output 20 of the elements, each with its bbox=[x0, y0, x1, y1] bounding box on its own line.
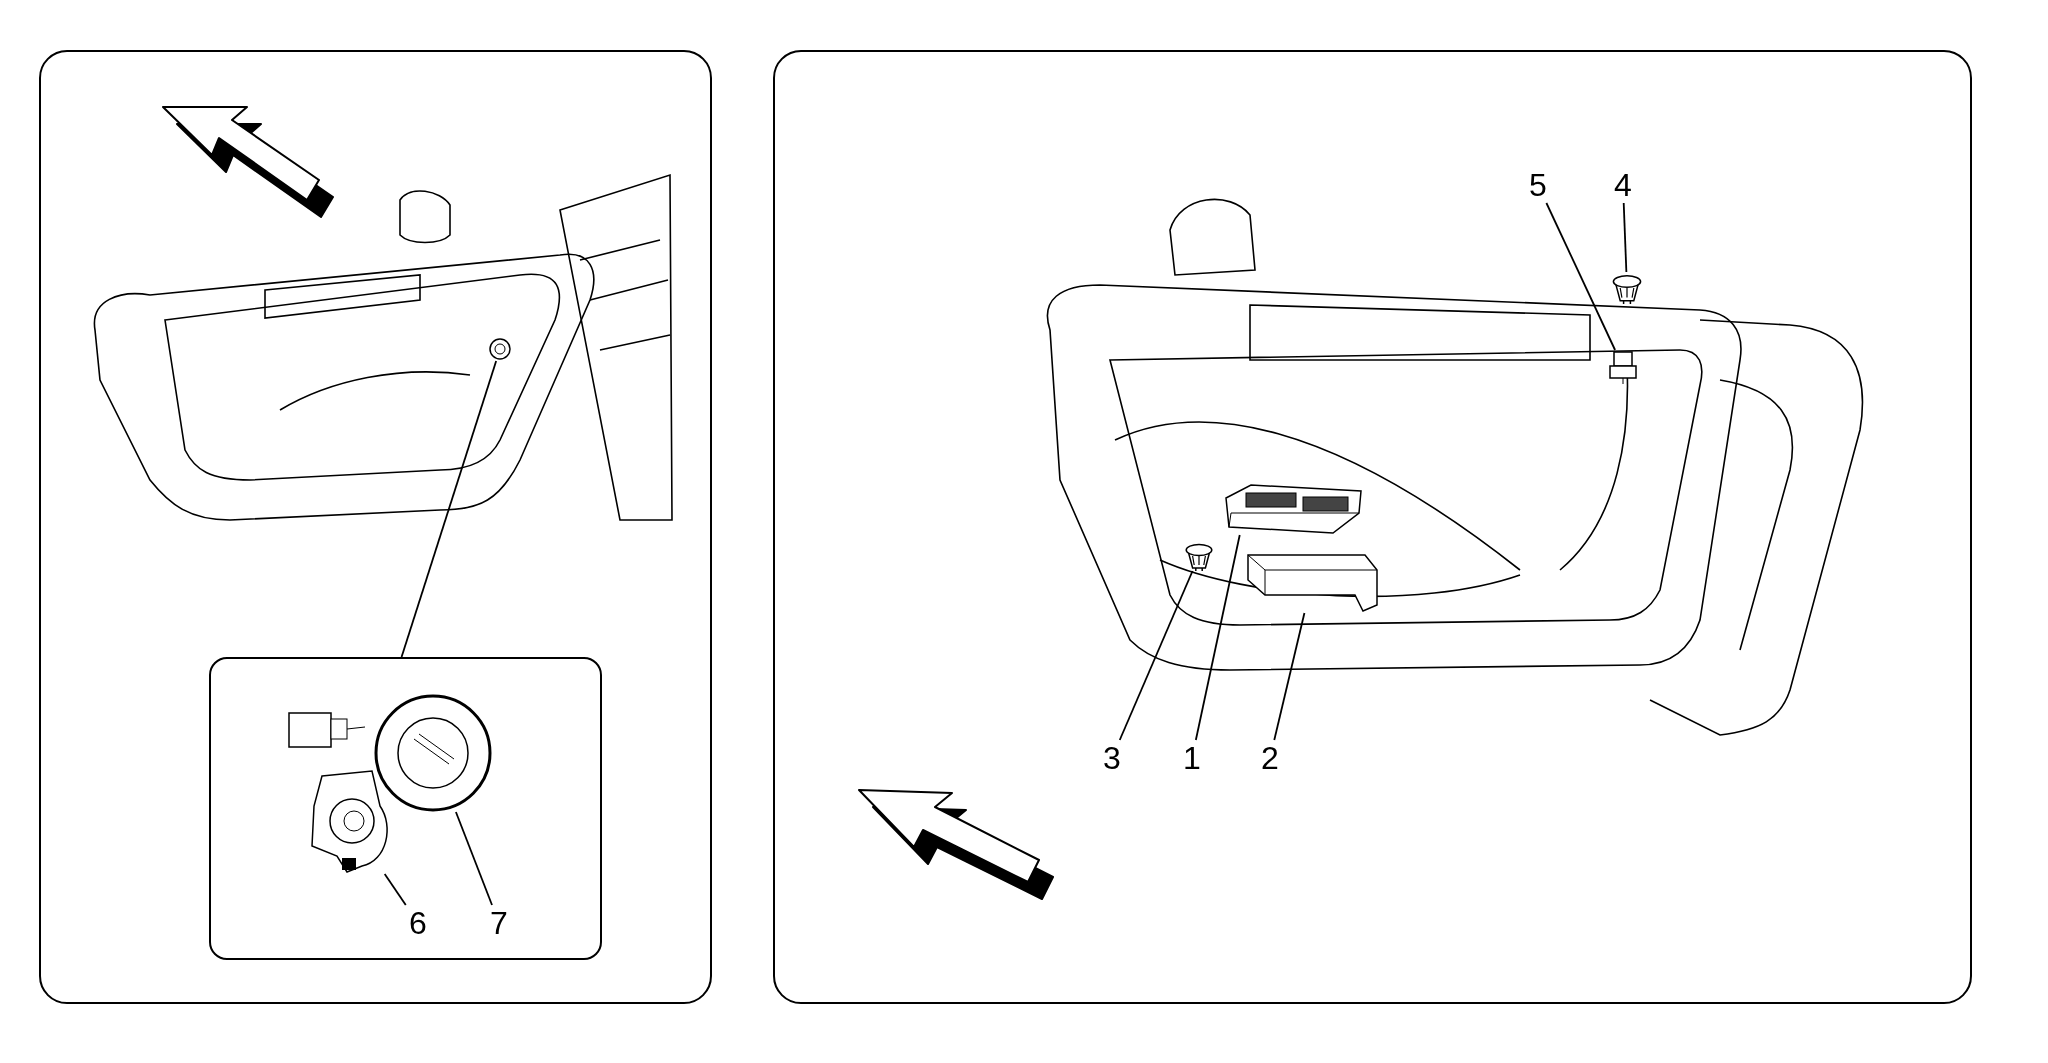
clip-drawing bbox=[1183, 541, 1215, 571]
callout-number: 7 bbox=[486, 905, 512, 941]
detail-inset bbox=[209, 657, 602, 960]
clip-drawing bbox=[1610, 272, 1644, 304]
callout-number: 1 bbox=[1179, 740, 1205, 776]
leader-line bbox=[400, 360, 498, 658]
callout-number: 4 bbox=[1610, 167, 1636, 203]
callout-number: 6 bbox=[405, 905, 431, 941]
grommet-drawing bbox=[374, 694, 492, 812]
leader-line bbox=[455, 811, 493, 906]
leader-line bbox=[1118, 570, 1194, 741]
callout-number: 3 bbox=[1099, 740, 1125, 776]
leader-line bbox=[1545, 202, 1616, 351]
connector-drawing bbox=[1606, 350, 1640, 384]
callout-number: 2 bbox=[1257, 740, 1283, 776]
leader-line bbox=[383, 873, 407, 906]
leader-line bbox=[1273, 612, 1306, 741]
leader-line bbox=[1622, 202, 1628, 273]
switch-drawing bbox=[488, 337, 512, 361]
callout-number: 5 bbox=[1525, 167, 1551, 203]
